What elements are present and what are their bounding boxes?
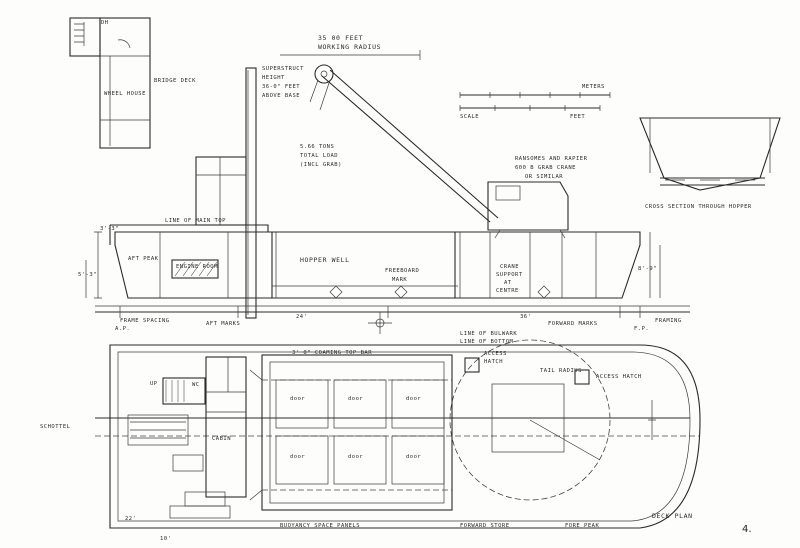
- fp-label: F.P.: [634, 326, 649, 332]
- crane-label-2: 600 B GRAB CRANE: [515, 165, 576, 171]
- dim-5-3-label: 5'-3": [78, 272, 97, 278]
- door-label-1: door: [290, 396, 305, 402]
- line-of-bulwark-label: LINE OF BULWARK: [460, 331, 517, 337]
- deck-plan-title: DECK PLAN: [652, 512, 693, 520]
- coaming-top-label: 3' 0" COAMING TOP BAR: [292, 350, 372, 356]
- wheel-house-label: WHEEL HOUSE: [104, 91, 146, 97]
- buoyancy-label: BUOYANCY SPACE PANELS: [280, 523, 360, 529]
- profile-elevation: LINE OF MAIN TOP AFT PEAK ENGINE ROOM HO…: [78, 64, 690, 332]
- fore-peak-label: FORE PEAK: [565, 523, 599, 529]
- scale-label: SCALE: [460, 114, 479, 120]
- centerline-symbol: [368, 312, 392, 334]
- total-load-label-2: TOTAL LOAD: [300, 153, 338, 159]
- aft-marks-label: AFT MARKS: [206, 321, 240, 327]
- framing-label: FRAMING: [655, 318, 682, 324]
- forward-store-label: FORWARD STORE: [460, 523, 510, 529]
- access-hatch-label-1: ACCESS: [484, 351, 507, 357]
- superstructure-label-4: ABOVE BASE: [262, 93, 300, 99]
- dim-24-label: 24': [296, 314, 307, 320]
- page-number: 4.: [742, 524, 752, 535]
- hopper-cross-section: CROSS SECTION THROUGH HOPPER: [639, 117, 781, 210]
- engine-room-label: ENGINE ROOM: [176, 264, 218, 270]
- total-load-label-1: 5.66 TONS: [300, 144, 334, 150]
- aft-peak-label: AFT PEAK: [128, 256, 159, 262]
- frame-spacing-label: FRAME SPACING: [120, 318, 170, 324]
- forward-marks-label: FORWARD MARKS: [548, 321, 598, 327]
- scale-bar: METERS SCALE FEET: [459, 84, 611, 120]
- dim-8-9-label: 8'-9": [638, 266, 657, 272]
- dim-36-label: 36': [520, 314, 531, 320]
- dim-10-label: 10': [160, 536, 171, 542]
- door-label-3: door: [406, 396, 421, 402]
- wc-label: WC: [192, 382, 200, 388]
- door-label-6: door: [406, 454, 421, 460]
- superstructure-label-3: 36-0" FEET: [262, 84, 300, 90]
- crane-support-label-2: SUPPORT: [496, 272, 523, 278]
- door-label-5: door: [348, 454, 363, 460]
- line-of-main-top-label: LINE OF MAIN TOP: [165, 218, 226, 224]
- dim-22-label: 22': [125, 516, 136, 522]
- access-hatch-right-label: ACCESS HATCH: [596, 374, 642, 380]
- crane-label-1: RANSOMES AND RAPIER: [515, 156, 588, 162]
- crane-label-3: OR SIMILAR: [525, 174, 563, 180]
- dim-3-3-label: 3'-3": [100, 226, 119, 232]
- bridge-deck-label: BRIDGE DECK: [154, 78, 196, 84]
- cross-section-label: CROSS SECTION THROUGH HOPPER: [645, 204, 752, 210]
- crane-support-label-1: CRANE: [500, 264, 519, 270]
- total-load-label-3: (INCL GRAB): [300, 162, 342, 168]
- feet-label: FEET: [570, 114, 585, 120]
- crane-support-label-3: AT: [504, 280, 512, 286]
- wheel-house-detail: DH WHEEL HOUSE BRIDGE DECK: [69, 17, 196, 149]
- up-label: UP: [150, 381, 158, 387]
- door-label-2: door: [348, 396, 363, 402]
- svg-text:DH: DH: [101, 20, 109, 26]
- access-hatch-label-2: HATCH: [484, 359, 503, 365]
- freeboard-mark-label: MARK: [392, 277, 407, 283]
- superstructure-label-1: SUPERSTRUCT: [262, 66, 304, 72]
- working-radius-label-1: 35 00 FEET: [318, 34, 363, 42]
- tail-radius-label: TAIL RADIUS: [540, 368, 582, 374]
- freeboard-label: FREEBOARD: [385, 268, 419, 274]
- schottel-label: SCHOTTEL: [40, 424, 71, 430]
- cabin-label: CABIN: [212, 436, 231, 442]
- line-of-bottom-label: LINE OF BOTTOM: [460, 339, 514, 345]
- crane-support-label-4: CENTRE: [496, 288, 519, 294]
- working-radius-label-2: WORKING RADIUS: [318, 43, 381, 51]
- deck-plan: door door door door door door LINE OF BU…: [40, 331, 701, 542]
- meters-label: METERS: [582, 84, 605, 90]
- hopper-well-label: HOPPER WELL: [300, 256, 350, 264]
- ap-label: A.P.: [115, 326, 130, 332]
- superstructure-label-2: HEIGHT: [262, 75, 285, 81]
- door-label-4: door: [290, 454, 305, 460]
